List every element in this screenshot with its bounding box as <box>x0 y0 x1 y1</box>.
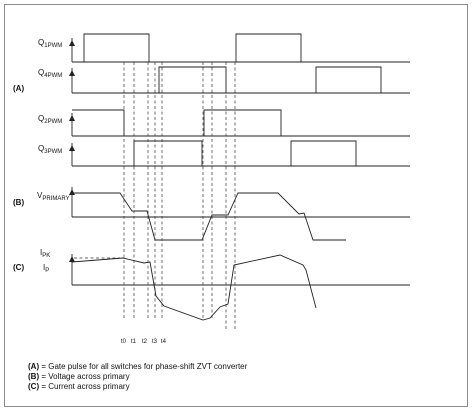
q4pwm-label: Q4PWM <box>38 68 62 79</box>
q3-waveform <box>69 140 410 167</box>
q3pwm-label: Q3PWM <box>38 144 62 155</box>
legend-item-b: (B) = Voltage across primary <box>28 372 130 381</box>
time-markers <box>123 62 236 330</box>
legend-item-a: (A) = Gate pulse for all switches for ph… <box>28 362 248 371</box>
section-b-label: (B) <box>13 198 24 207</box>
ip-label: IP <box>43 263 49 274</box>
ipk-label: IPK <box>40 248 50 259</box>
q2-waveform <box>69 109 410 137</box>
time-label-t0: t0 <box>121 339 127 345</box>
legend-item-c: (C) = Current across primary <box>28 382 130 391</box>
q4-waveform <box>69 66 410 94</box>
vprimary-waveform <box>69 187 410 241</box>
time-label-t1: t1 <box>131 339 137 345</box>
time-label-t4: t4 <box>161 339 167 345</box>
time-label-t3: t3 <box>152 339 158 345</box>
section-a-label: (A) <box>13 84 24 93</box>
figure-frame <box>4 4 468 407</box>
ip-waveform <box>69 254 410 321</box>
q1pwm-label: Q1PWM <box>38 38 62 49</box>
time-label-t2: t2 <box>142 339 148 345</box>
legend: (A) = Gate pulse for all switches for ph… <box>28 362 247 392</box>
q2pwm-label: Q2PWM <box>38 114 62 125</box>
section-c-label: (C) <box>13 263 24 272</box>
vprimary-label: VPRIMARY <box>37 191 70 202</box>
q1-waveform <box>69 33 410 63</box>
